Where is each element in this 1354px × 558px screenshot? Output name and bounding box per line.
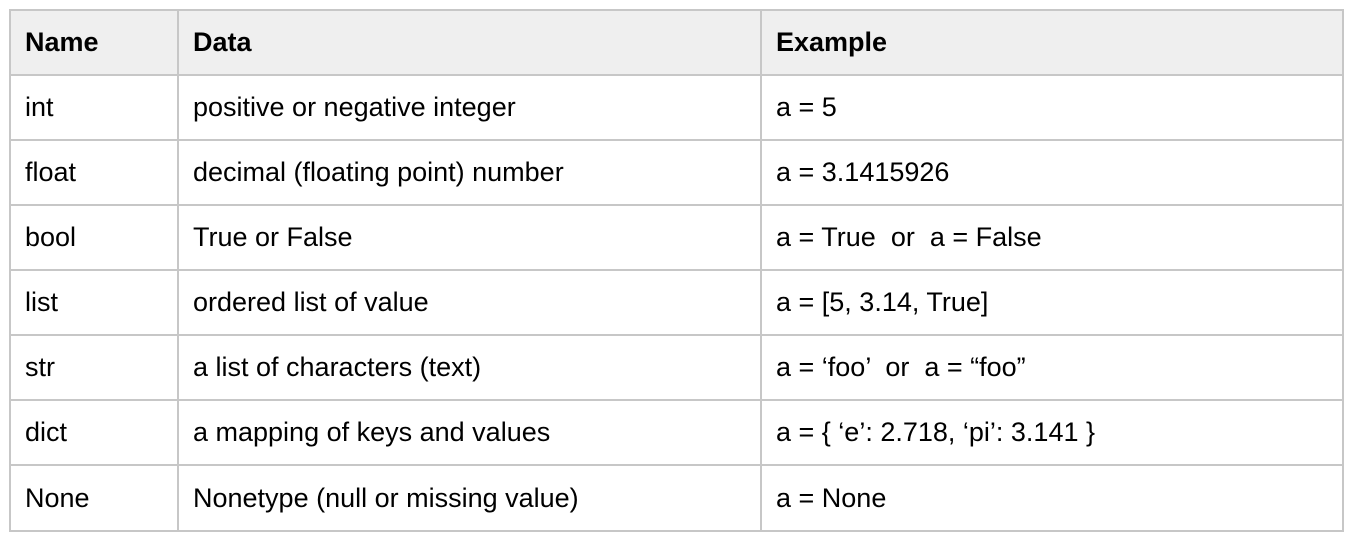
- cell-data: Nonetype (null or missing value): [177, 464, 762, 532]
- cell-data: a mapping of keys and values: [177, 399, 762, 466]
- table-row: dict a mapping of keys and values a = { …: [9, 399, 1344, 466]
- table-row: int positive or negative integer a = 5: [9, 74, 1344, 141]
- cell-name: dict: [9, 399, 179, 466]
- header-data: Data: [177, 9, 762, 76]
- data-types-table-container: Name Data Example int positive or negati…: [9, 9, 1344, 532]
- data-types-table: Name Data Example int positive or negati…: [9, 9, 1344, 532]
- cell-data: positive or negative integer: [177, 74, 762, 141]
- cell-name: str: [9, 334, 179, 401]
- cell-name: list: [9, 269, 179, 336]
- table-row: None Nonetype (null or missing value) a …: [9, 464, 1344, 532]
- cell-example: a = [5, 3.14, True]: [760, 269, 1344, 336]
- cell-example: a = 5: [760, 74, 1344, 141]
- cell-example: a = True or a = False: [760, 204, 1344, 271]
- cell-example: a = 3.1415926: [760, 139, 1344, 206]
- cell-example: a = ‘foo’ or a = “foo”: [760, 334, 1344, 401]
- table-header-row: Name Data Example: [9, 9, 1344, 76]
- cell-name: int: [9, 74, 179, 141]
- cell-data: True or False: [177, 204, 762, 271]
- cell-data: ordered list of value: [177, 269, 762, 336]
- cell-example: a = None: [760, 464, 1344, 532]
- cell-name: None: [9, 464, 179, 532]
- table-row: bool True or False a = True or a = False: [9, 204, 1344, 271]
- cell-example: a = { ‘e’: 2.718, ‘pi’: 3.141 }: [760, 399, 1344, 466]
- cell-name: float: [9, 139, 179, 206]
- table-row: list ordered list of value a = [5, 3.14,…: [9, 269, 1344, 336]
- cell-data: decimal (floating point) number: [177, 139, 762, 206]
- cell-data: a list of characters (text): [177, 334, 762, 401]
- header-example: Example: [760, 9, 1344, 76]
- cell-name: bool: [9, 204, 179, 271]
- table-row: str a list of characters (text) a = ‘foo…: [9, 334, 1344, 401]
- table-row: float decimal (floating point) number a …: [9, 139, 1344, 206]
- header-name: Name: [9, 9, 179, 76]
